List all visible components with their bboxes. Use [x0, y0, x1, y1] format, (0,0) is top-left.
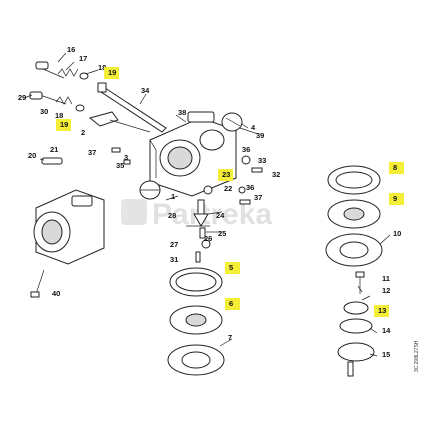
cover-15 [337, 342, 375, 377]
highlight-box [218, 169, 233, 181]
part-number-label: 18 [55, 111, 63, 120]
highlight-box [389, 162, 404, 174]
carburetor-side-view [33, 189, 105, 265]
part-number-label: 40 [52, 289, 60, 298]
part-number-label: 7 [228, 333, 232, 342]
part-number-label: 27 [170, 240, 178, 249]
part-number-label: 24 [216, 211, 225, 220]
part-number-label: 36 [246, 183, 254, 192]
part-number-label: 33 [258, 156, 266, 165]
watermark-text: Partreka [152, 198, 272, 231]
part-number-label: 15 [382, 350, 390, 359]
part-number-label: 31 [170, 255, 178, 264]
part-number-label: 4 [251, 123, 256, 132]
part-number-label: 16 [67, 45, 75, 54]
adjust-screw [30, 269, 45, 298]
part-number-label: 8 [393, 163, 397, 172]
highlight-box [225, 262, 240, 274]
diaphragm-6 [169, 305, 223, 335]
part-number-label: 19 [60, 120, 68, 129]
small-screws [111, 147, 263, 205]
pump-cover-10 [325, 233, 383, 267]
part-number-label: 3 [124, 153, 128, 162]
part-number-label: 12 [382, 286, 390, 295]
screen-13 [339, 301, 373, 334]
part-number-label: 32 [272, 170, 280, 179]
leader-lines [23, 52, 391, 357]
part-number-label: 30 [40, 107, 48, 116]
needle-valve-assembly [186, 199, 211, 263]
part-number-label: 39 [256, 131, 264, 140]
part-number-label: 5 [229, 263, 233, 272]
part-number-label: 23 [222, 170, 230, 179]
gasket-8 [327, 165, 381, 195]
highlight-box [225, 298, 240, 310]
highlight-box [104, 67, 119, 79]
choke-lever [88, 111, 151, 133]
watermark: Partreka [121, 198, 272, 231]
screw-assembly-lower [29, 91, 85, 112]
part-number-label: 25 [218, 229, 226, 238]
drawing-code: 3C 208L27SH [414, 340, 420, 372]
screw-11 [355, 271, 365, 294]
gasket-5 [169, 267, 223, 297]
part-number-label: 13 [378, 306, 386, 315]
part-number-label: 38 [178, 108, 186, 117]
part-number-label: 10 [393, 229, 401, 238]
part-number-label: 17 [79, 54, 87, 63]
part-number-label: 6 [229, 299, 233, 308]
cover-7 [167, 344, 225, 376]
highlight-box [56, 119, 71, 131]
part-number-label: 37 [254, 193, 262, 202]
highlight-box [374, 305, 389, 317]
screw-assembly-upper [35, 61, 89, 80]
part-number-label: 22 [224, 184, 232, 193]
part-number-label: 35 [116, 161, 124, 170]
throttle-plate [221, 112, 243, 132]
part-number-label: 21 [50, 145, 58, 154]
part-number-label: 20 [28, 151, 36, 160]
part-number-label: 34 [141, 86, 150, 95]
part-number-label: 1 [171, 192, 175, 201]
part-number-label: 29 [18, 93, 26, 102]
part-number-label: 37 [88, 148, 96, 157]
diaphragm-9 [327, 199, 381, 229]
part-number-label: 11 [382, 274, 390, 283]
plug-screw [41, 157, 63, 165]
throttle-shaft [97, 82, 167, 133]
part-number-label: 28 [168, 211, 176, 220]
part-number-label: 9 [393, 194, 397, 203]
highlight-box [389, 193, 404, 205]
part-number-label: 36 [242, 145, 250, 154]
part-number-label: 2 [81, 128, 85, 137]
choke-plate [139, 180, 161, 200]
part-number-label: 18 [98, 63, 106, 72]
part-number-label: 26 [204, 234, 212, 243]
part-number-label: 14 [382, 326, 391, 335]
carburetor-body [149, 111, 237, 197]
part-number-label: 19 [108, 68, 116, 77]
